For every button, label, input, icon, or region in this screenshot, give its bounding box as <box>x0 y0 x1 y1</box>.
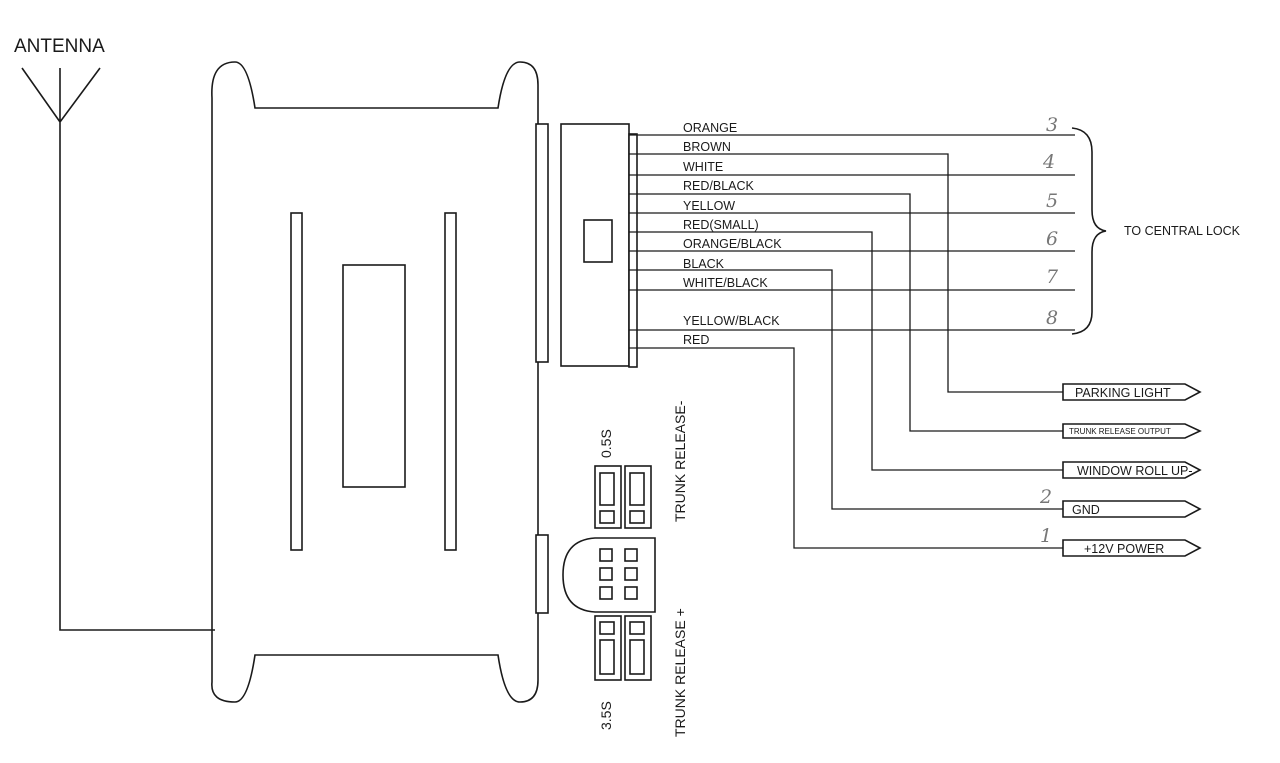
main-connector <box>560 123 638 368</box>
output-label: WINDOW ROLL UP- <box>1077 464 1193 478</box>
jumper-bottom-time: 3.5S <box>598 701 614 730</box>
wire-red-black <box>629 193 1063 432</box>
pin-number: 2 <box>1039 486 1052 508</box>
wire-label: RED(SMALL) <box>683 218 759 232</box>
wire-label: RED <box>683 333 709 347</box>
jumper-top-time: 0.5S <box>598 429 614 458</box>
wire-label: BROWN <box>683 140 731 154</box>
jumper-pin <box>599 548 613 562</box>
jumper-slot <box>629 472 645 506</box>
output-label: TRUNK RELEASE OUTPUT <box>1069 427 1171 436</box>
control-unit <box>211 61 549 703</box>
jumper-slot <box>629 510 645 524</box>
jumper-top-label: TRUNK RELEASE- <box>672 400 688 522</box>
output-tag-window-roll-up <box>1062 461 1202 479</box>
wire-label: WHITE/BLACK <box>683 276 768 290</box>
wire-label: YELLOW/BLACK <box>683 314 780 328</box>
central-lock-label: TO CENTRAL LOCK <box>1124 224 1241 238</box>
output-tag-parking-light <box>1062 383 1202 401</box>
pin-number: 6 <box>1046 228 1058 250</box>
jumper-pin <box>624 567 638 581</box>
output-label: GND <box>1072 503 1100 517</box>
jumper-bottom-label: TRUNK RELEASE + <box>672 608 688 737</box>
wire-red-small <box>629 231 1063 471</box>
output-tags: PARKING LIGHT TRUNK RELEASE OUTPUT WINDO… <box>1039 383 1202 557</box>
jumper-pin <box>624 548 638 562</box>
pin-number: 4 <box>1042 151 1055 173</box>
wire-harness <box>629 134 1075 549</box>
wire-label: ORANGE <box>683 121 737 135</box>
output-label: PARKING LIGHT <box>1075 386 1171 400</box>
wire-brown <box>629 153 1063 393</box>
output-tag-trunk-release <box>1062 423 1202 439</box>
antenna: ANTENNA <box>14 36 215 631</box>
central-lock-pins: 3 4 5 6 7 8 <box>1042 114 1059 329</box>
jumper-slot <box>599 639 615 675</box>
pin-number: 8 <box>1046 307 1058 329</box>
central-lock-group: TO CENTRAL LOCK <box>1071 127 1241 335</box>
jumper-block: 0.5S TRUNK RELEASE- 3.5S TRUNK RELEASE + <box>562 400 688 737</box>
housing-label-window <box>342 264 406 488</box>
housing-slot-left <box>290 212 303 551</box>
output-label: +12V POWER <box>1084 542 1164 556</box>
pin-number: 1 <box>1040 525 1052 547</box>
central-lock-brace <box>1071 127 1107 335</box>
wire-black <box>629 269 1063 510</box>
wire-label: YELLOW <box>683 199 735 213</box>
jumper-pin <box>599 567 613 581</box>
jumper-slot <box>599 472 615 506</box>
jumper-slot <box>629 621 645 635</box>
jumper-flange <box>535 534 549 614</box>
wire-label: WHITE <box>683 160 723 174</box>
connector-flange <box>535 123 549 363</box>
housing-slot-right <box>444 212 457 551</box>
connector-latch <box>583 219 613 263</box>
pin-number: 7 <box>1046 266 1059 288</box>
jumper-slot <box>599 510 615 524</box>
output-tag-gnd <box>1062 500 1202 518</box>
wire-label: RED/BLACK <box>683 179 755 193</box>
output-tag-12v-power <box>1062 539 1202 557</box>
jumper-slot <box>599 621 615 635</box>
pin-number: 5 <box>1046 190 1058 212</box>
jumper-pin <box>624 586 638 600</box>
pin-number: 3 <box>1046 114 1058 136</box>
wire-red <box>629 347 1063 549</box>
antenna-label: ANTENNA <box>14 36 105 57</box>
wire-labels: ORANGE BROWN WHITE RED/BLACK YELLOW RED(… <box>683 121 782 347</box>
unit-housing <box>211 61 539 703</box>
jumper-pin <box>599 586 613 600</box>
antenna-wire <box>21 67 215 631</box>
jumper-slot <box>629 639 645 675</box>
wire-label: BLACK <box>683 257 725 271</box>
wire-label: ORANGE/BLACK <box>683 237 782 251</box>
